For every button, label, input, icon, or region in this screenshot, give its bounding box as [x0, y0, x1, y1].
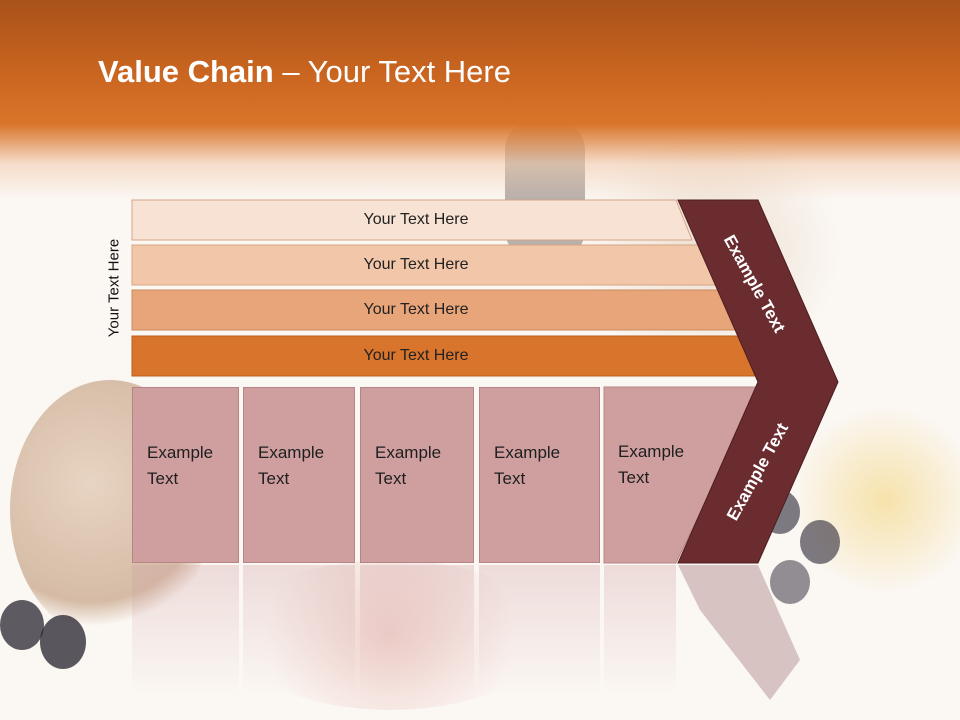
column-5-reflection — [604, 565, 676, 695]
chevron-shape[interactable] — [677, 199, 839, 564]
column-1-reflection — [132, 565, 239, 695]
chevron-reflection — [678, 565, 800, 700]
title-bold: Value Chain — [98, 54, 274, 89]
column-4-reflection — [479, 565, 600, 695]
olive-shape — [40, 615, 86, 669]
row-1-label: Your Text Here — [363, 211, 469, 228]
row-4-label: Your Text Here — [363, 347, 469, 364]
title-rest: – Your Text Here — [273, 54, 511, 89]
column-5-line1: Example — [618, 442, 685, 461]
row-2-label: Your Text Here — [363, 256, 469, 273]
column-2-line2: Text — [258, 469, 290, 488]
column-1-line1: Example — [147, 443, 214, 462]
row-4[interactable]: Your Text Here — [132, 336, 752, 376]
row-3[interactable]: Your Text Here — [132, 290, 732, 330]
ham-shape — [230, 560, 550, 710]
column-4-line1: Example — [494, 443, 561, 462]
column-5-line2: Text — [618, 468, 650, 487]
grape-shape — [770, 560, 810, 604]
row-2[interactable]: Your Text Here — [132, 245, 712, 285]
row-3-label: Your Text Here — [363, 301, 469, 318]
cheese-shape — [800, 400, 960, 600]
column-3-reflection — [360, 565, 474, 695]
column-1-line2: Text — [147, 469, 179, 488]
olive-shape — [0, 600, 44, 650]
last-column-shape — [603, 386, 761, 564]
row-1[interactable]: Your Text Here — [132, 200, 692, 240]
row-shape-1 — [131, 199, 693, 241]
column-3-line2: Text — [375, 469, 407, 488]
column-2-line1: Example — [258, 443, 325, 462]
grape-shape — [800, 520, 840, 564]
column-2-reflection — [243, 565, 355, 695]
header-band — [0, 0, 960, 200]
slide-title[interactable]: Value Chain – Your Text Here — [98, 54, 511, 90]
column-3-line1: Example — [375, 443, 442, 462]
column-4-line2: Text — [494, 469, 526, 488]
